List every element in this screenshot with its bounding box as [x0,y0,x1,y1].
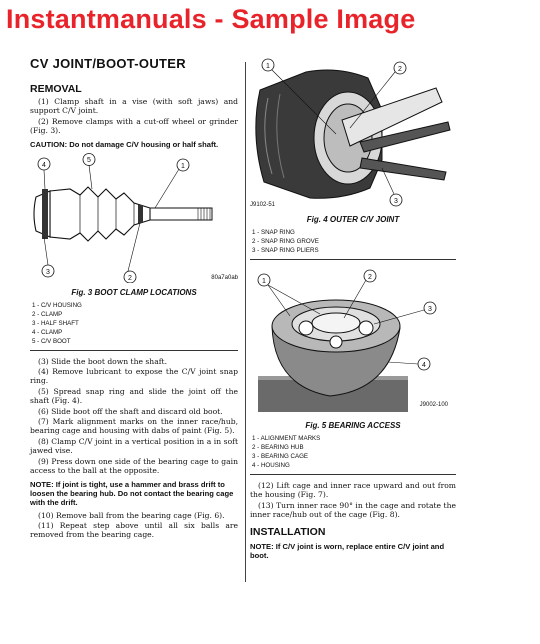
page-title: CV JOINT/BOOT-OUTER [30,56,186,71]
fig3-legend-item: 3 - HALF SHAFT [32,319,79,327]
fig3-callout-4: 4 [42,162,46,169]
fig5-divider [250,474,456,475]
fig4-legend-item: 1 - SNAP RING [252,229,295,236]
fig5-legend-item: 1 - ALIGNMENT MARKS [252,435,321,442]
fig3-callout-2: 2 [128,275,132,282]
installation-heading: INSTALLATION [250,525,326,538]
fig5-callout-1: 1 [262,278,266,285]
fig3-illustration: 1 2 3 4 5 80a7a0ab [30,152,238,285]
step-12: (12) Lift cage and inner race upward and… [250,481,456,500]
step-6: (6) Slide boot off the shaft and discard… [38,406,223,416]
fig4-legend-item: 3 - SNAP RING PLIERS [252,247,319,254]
fig3-callout-3: 3 [46,269,50,276]
bearing-access-diagram: 1 2 3 4 [257,269,437,412]
step-9: (9) Press down one side of the bearing c… [30,456,238,476]
install-note: NOTE: If C/V joint is worn, replace enti… [250,541,445,560]
step-2: (2) Remove clamps with a cut-off wheel o… [30,116,238,136]
fig3-legend-item: 2 - CLAMP [32,310,63,318]
fig4-legend-item: 2 - SNAP RING GROVE [252,238,319,245]
fig3-callout-5: 5 [87,157,91,164]
fig4-callout-1: 1 [266,63,270,70]
outer-cv-joint-diagram: 1 2 3 [250,58,456,208]
fig5-legend-item: 3 - BEARING CAGE [252,453,309,460]
fig5-callout-2: 2 [368,274,372,281]
fig3-legend-item: 5 - C/V BOOT [32,337,71,345]
fig3-divider [30,349,238,351]
fig3-legend-item: 1 - C/V HOUSING [32,301,82,309]
fig5-legend: 1 - ALIGNMENT MARKS 2 - BEARING HUB 3 - … [252,434,456,470]
column-divider [245,62,246,582]
step-4: (4) Remove lubricant to expose the C/V j… [30,367,238,386]
right-column: 1 2 3 J9102-51 Fig. 4 OUTER C/V JOINT 1 … [250,50,456,564]
step-8: (8) Clamp C/V joint in a vertical positi… [30,436,238,456]
step-1: (1) Clamp shaft in a vise (with soft jaw… [30,97,238,116]
fig3-callout-1: 1 [181,163,185,170]
step-7: (7) Mark alignment marks on the inner ra… [30,417,238,436]
fig4-illustration: 1 2 3 J9102-51 [250,50,456,212]
fig3-code: 80a7a0ab [211,274,238,281]
fig3-caption: Fig. 3 BOOT CLAMP LOCATIONS [71,287,197,297]
fig5-illustration: 1 2 3 4 J9002-100 [250,266,456,418]
step-13: (13) Turn inner race 90° in the cage and… [250,500,456,520]
step-5: (5) Spread snap ring and slide the joint… [30,386,238,406]
boot-clamp-diagram: 1 2 3 4 5 [33,152,213,284]
step-3: (3) Slide the boot down the shaft. [38,356,167,366]
fig5-callout-3: 3 [428,306,432,313]
left-column: CV JOINT/BOOT-OUTER REMOVAL (1) Clamp sh… [30,50,238,541]
fig3-legend: 1 - C/V HOUSING 2 - CLAMP 3 - HALF SHAFT… [32,301,238,346]
sample-banner: Instantmanuals - Sample Image [6,4,416,34]
fig4-code: J9102-51 [250,202,276,208]
fig5-legend-item: 4 - HOUSING [252,462,290,469]
step-11: (11) Repeat step above until all six bal… [30,520,238,540]
fig4-divider [250,259,456,260]
fig4-caption: Fig. 4 OUTER C/V JOINT [306,215,400,224]
removal-heading: REMOVAL [30,83,82,95]
fig4-callout-3: 3 [394,198,398,205]
fig5-callout-4: 4 [422,362,426,369]
step-10: (10) Remove ball from the bearing cage (… [38,510,225,520]
fig4-legend: 1 - SNAP RING 2 - SNAP RING GROVE 3 - SN… [252,228,456,255]
fig5-caption: Fig. 5 BEARING ACCESS [305,421,401,430]
fig4-callout-2: 2 [398,66,402,73]
note-text: NOTE: If joint is tight, use a hammer an… [30,479,234,507]
fig5-code: J9002-100 [419,402,448,408]
fig5-legend-item: 2 - BEARING HUB [252,444,304,451]
fig3-legend-item: 4 - CLAMP [32,328,63,336]
caution-text: CAUTION: Do not damage C/V housing or ha… [30,139,219,149]
